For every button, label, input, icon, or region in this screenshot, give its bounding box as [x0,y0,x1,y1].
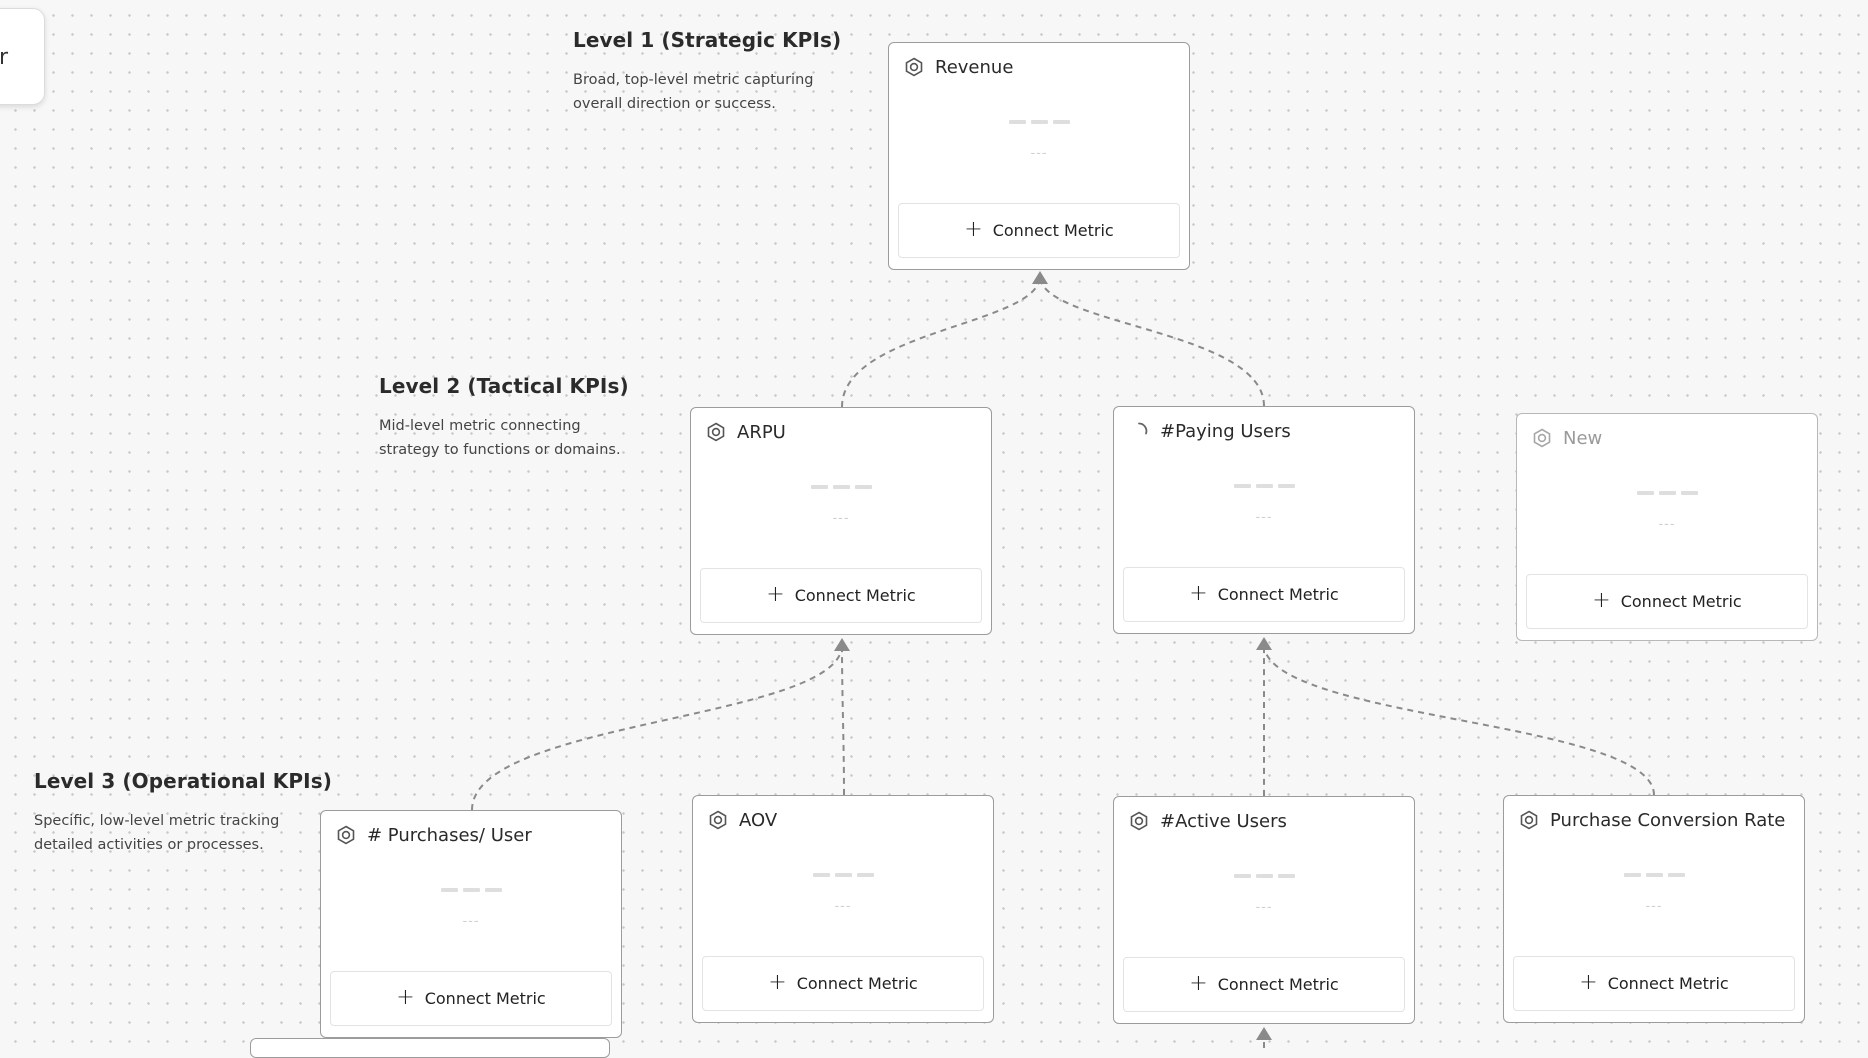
metric-node-purchases-per-user[interactable]: # Purchases/ User --- + Connect Metric [320,810,622,1038]
sub-value-placeholder: --- [1255,510,1273,525]
level-title: Level 3 (Operational KPIs) [34,769,332,793]
sub-value-placeholder: --- [832,511,850,526]
level-description: Broad, top-level metric capturing overal… [573,72,814,112]
side-panel[interactable]: r [0,8,45,105]
value-placeholder [693,873,993,877]
node-header: New [1531,427,1602,449]
connect-metric-label: Connect Metric [1620,592,1742,611]
metric-node-offscreen[interactable] [250,1038,610,1058]
connect-metric-label: Connect Metric [1607,974,1729,993]
node-title: Purchase Conversion Rate [1550,809,1786,831]
metric-hexagon-icon [1518,809,1540,831]
sub-value-placeholder: --- [462,914,480,929]
node-header: AOV [707,809,777,831]
metric-node-new[interactable]: New --- + Connect Metric [1516,413,1818,641]
metric-hexagon-icon [335,824,357,846]
connect-metric-button[interactable]: + Connect Metric [700,568,982,623]
level-title: Level 1 (Strategic KPIs) [573,28,842,52]
connect-metric-button[interactable]: + Connect Metric [702,956,984,1011]
sub-value-placeholder: --- [1658,517,1676,532]
metric-hexagon-icon [705,421,727,443]
node-header: #Active Users [1128,810,1287,832]
edge-paying-users-to-revenue [1039,275,1265,407]
metric-hexagon-icon [903,56,925,78]
metric-node-purchase-conversion-rate[interactable]: Purchase Conversion Rate --- + Connect M… [1503,795,1805,1023]
edge-aov-to-arpu [841,644,845,796]
connect-metric-label: Connect Metric [424,989,546,1008]
arrowhead-paying-users [1256,637,1272,650]
node-title: #Active Users [1160,810,1287,832]
metric-node-arpu[interactable]: ARPU --- + Connect Metric [690,407,992,635]
sub-value-placeholder: --- [1255,900,1273,915]
connect-metric-button[interactable]: + Connect Metric [1513,956,1795,1011]
edge-purchases-per-user-to-arpu [471,644,843,811]
metric-hexagon-icon [707,809,729,831]
node-header: Purchase Conversion Rate [1518,809,1785,831]
value-placeholder [691,485,991,489]
connect-metric-button[interactable]: + Connect Metric [1123,567,1405,622]
arrowhead-active-users [1256,1027,1272,1040]
plus-icon: + [766,581,785,607]
node-title: # Purchases/ User [367,824,532,846]
metric-node-aov[interactable]: AOV --- + Connect Metric [692,795,994,1023]
level-title: Level 2 (Tactical KPIs) [379,374,629,398]
value-placeholder [1114,874,1414,878]
sub-value-placeholder: --- [1645,899,1663,914]
node-title: Revenue [935,56,1014,78]
level-1-label: Level 1 (Strategic KPIs) Broad, top-leve… [573,28,841,116]
connect-metric-label: Connect Metric [1217,975,1339,994]
node-header: # Purchases/ User [335,824,532,846]
node-header: #Paying Users [1128,420,1291,442]
plus-icon: + [1592,587,1611,613]
metric-node-paying-users[interactable]: #Paying Users --- + Connect Metric [1113,406,1415,634]
sub-value-placeholder: --- [1030,146,1048,161]
level-description: Mid-level metric connecting strategy to … [379,418,621,458]
node-title: AOV [739,809,778,831]
level-2-label: Level 2 (Tactical KPIs) Mid-level metric… [379,374,639,462]
edge-purchase-conversion-rate-to-paying-users [1263,643,1655,796]
value-placeholder [889,120,1189,124]
node-header: Revenue [903,56,1013,78]
node-title: ARPU [737,421,786,443]
value-placeholder [321,888,621,892]
metric-hexagon-icon [1531,427,1553,449]
plus-icon: + [396,984,415,1010]
arrowhead-arpu [834,638,850,651]
connect-metric-button[interactable]: + Connect Metric [898,203,1180,258]
metric-node-active-users[interactable]: #Active Users --- + Connect Metric [1113,796,1415,1024]
node-header: ARPU [705,421,786,443]
plus-icon: + [1579,969,1598,995]
plus-icon: + [768,969,787,995]
level-description: Specific, low-level metric tracking deta… [34,813,280,853]
plus-icon: + [1189,580,1208,606]
arrowhead-revenue [1032,271,1048,284]
connect-metric-button[interactable]: + Connect Metric [1123,957,1405,1012]
plus-icon: + [964,216,983,242]
edge-arpu-to-revenue [841,275,1041,408]
connect-metric-button[interactable]: + Connect Metric [330,971,612,1026]
value-placeholder [1114,484,1414,488]
plus-icon: + [1189,970,1208,996]
connect-metric-label: Connect Metric [1217,585,1339,604]
loading-spinner-icon [1128,420,1150,442]
metric-node-revenue[interactable]: Revenue --- + Connect Metric [888,42,1190,270]
connect-metric-label: Connect Metric [794,586,916,605]
value-placeholder [1504,873,1804,877]
level-3-label: Level 3 (Operational KPIs) Specific, low… [34,769,332,857]
panel-toggle-icon[interactable]: r [0,45,9,70]
metric-hexagon-icon [1128,810,1150,832]
sub-value-placeholder: --- [834,899,852,914]
value-placeholder [1517,491,1817,495]
connect-metric-label: Connect Metric [992,221,1114,240]
node-title: #Paying Users [1160,420,1291,442]
node-title: New [1563,427,1603,449]
connect-metric-button[interactable]: + Connect Metric [1526,574,1808,629]
connect-metric-label: Connect Metric [796,974,918,993]
